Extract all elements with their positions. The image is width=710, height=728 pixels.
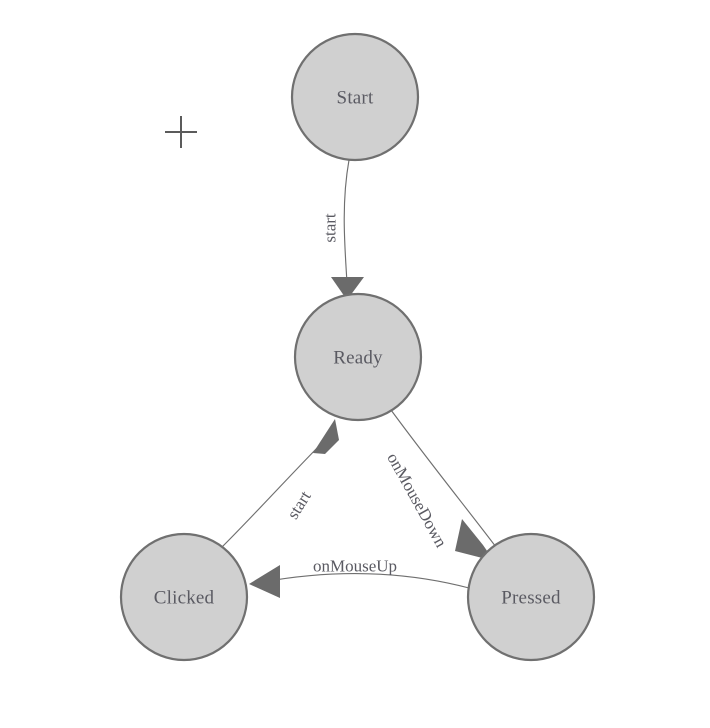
node-label-clicked: Clicked (154, 588, 215, 609)
edge-line (221, 440, 325, 548)
edge-line (390, 409, 497, 548)
node-circle (119, 532, 249, 662)
node-pressed[interactable]: Pressed (466, 532, 596, 662)
node-clicked[interactable]: Clicked (119, 532, 249, 662)
edge-line (262, 573, 470, 589)
edge-start-to-ready[interactable] (331, 159, 364, 300)
crosshair-marker-icon[interactable] (165, 116, 197, 148)
node-label-ready: Ready (333, 348, 383, 369)
node-start[interactable]: Start (290, 32, 420, 162)
edge-label-clicked-to-ready: start (283, 487, 315, 522)
node-circle (290, 32, 420, 162)
arrowhead-icon (313, 419, 339, 454)
node-circle (293, 292, 423, 422)
arrowhead-icon (249, 565, 280, 598)
edge-line (343, 159, 350, 284)
edge-label-ready-to-pressed: onMouseDown (383, 450, 451, 551)
node-ready[interactable]: Ready (293, 292, 423, 422)
edge-label-start-to-ready: start (321, 213, 340, 243)
arrowhead-icon (455, 519, 494, 561)
node-label-start: Start (337, 88, 374, 109)
edge-clicked-to-ready[interactable] (221, 419, 339, 548)
arrowhead-icon (331, 277, 364, 300)
edge-pressed-to-clicked[interactable] (249, 565, 470, 598)
node-label-pressed: Pressed (501, 588, 561, 609)
edge-ready-to-pressed[interactable] (390, 409, 497, 561)
edge-label-pressed-to-clicked: onMouseUp (313, 557, 397, 576)
node-circle (466, 532, 596, 662)
